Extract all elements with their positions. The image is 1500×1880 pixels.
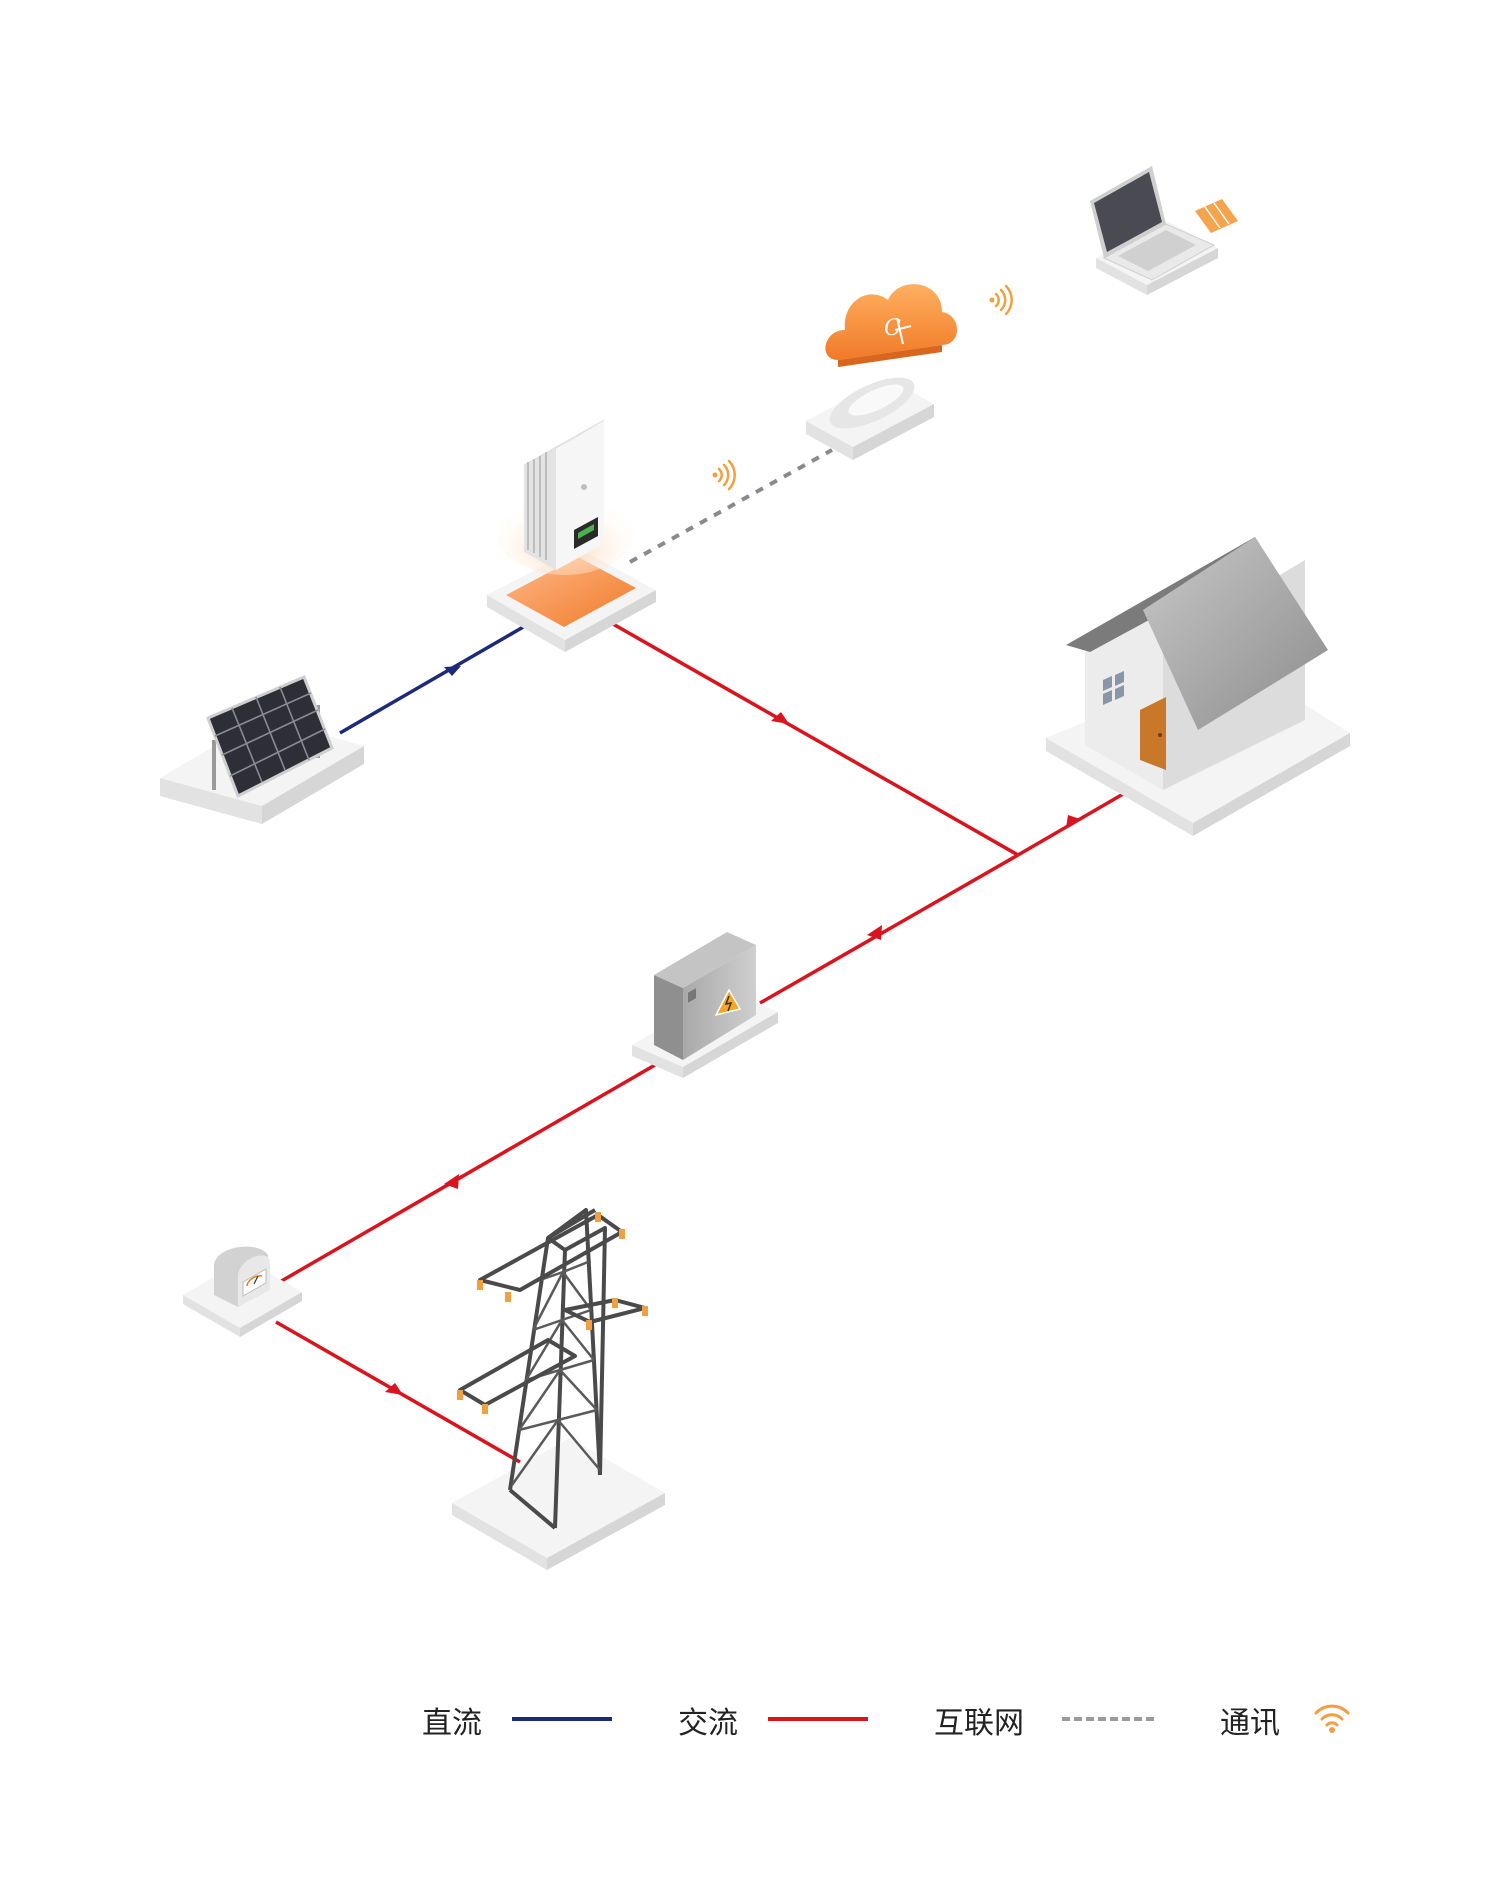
legend-line-internet (1062, 1717, 1154, 1721)
legend-label-wifi: 通讯 (1220, 1706, 1280, 1741)
legend-item-dc: 直流 (422, 1690, 482, 1750)
ac-line-box-meter (277, 1063, 656, 1285)
laptop-icon (1090, 166, 1238, 295)
cloud-icon: C (825, 284, 957, 367)
ac-arrow (771, 712, 789, 724)
solar-panel-icon (160, 675, 364, 824)
house-icon (1046, 537, 1350, 836)
dc-line (339, 624, 526, 735)
dc-arrow (444, 666, 461, 676)
ac-arrow (444, 1174, 459, 1189)
legend-label-internet: 互联网 (934, 1706, 1024, 1741)
ac-arrows (385, 712, 1080, 1395)
electric-box-icon (632, 932, 778, 1078)
internet-line (629, 448, 833, 564)
wifi-signal-icon (712, 459, 736, 491)
legend-label-ac: 交流 (678, 1706, 738, 1741)
ac-arrow (385, 1383, 403, 1395)
legend-item-internet: 互联网 (934, 1690, 1024, 1750)
legend-label-dc: 直流 (422, 1706, 482, 1741)
router-icon (806, 377, 934, 460)
inverter-icon (487, 419, 656, 652)
legend: 直流 交流 互联网 通讯 (0, 1690, 1500, 1750)
legend-item-wifi: 通讯 (1220, 1690, 1280, 1750)
pylon-icon (452, 1208, 665, 1570)
legend-item-ac: 交流 (678, 1690, 738, 1750)
wifi-signal-icon (989, 284, 1013, 316)
meter-icon (183, 1246, 302, 1337)
ac-arrow (867, 925, 882, 940)
wifi-legend-icon (1314, 1704, 1350, 1733)
ac-line-junction-box (759, 853, 1019, 1005)
legend-line-ac (768, 1717, 868, 1721)
ac-line-inverter-junction (612, 622, 1019, 857)
ac-arrow (1066, 815, 1080, 828)
legend-line-dc (512, 1717, 612, 1721)
svg-text:C: C (884, 316, 901, 341)
